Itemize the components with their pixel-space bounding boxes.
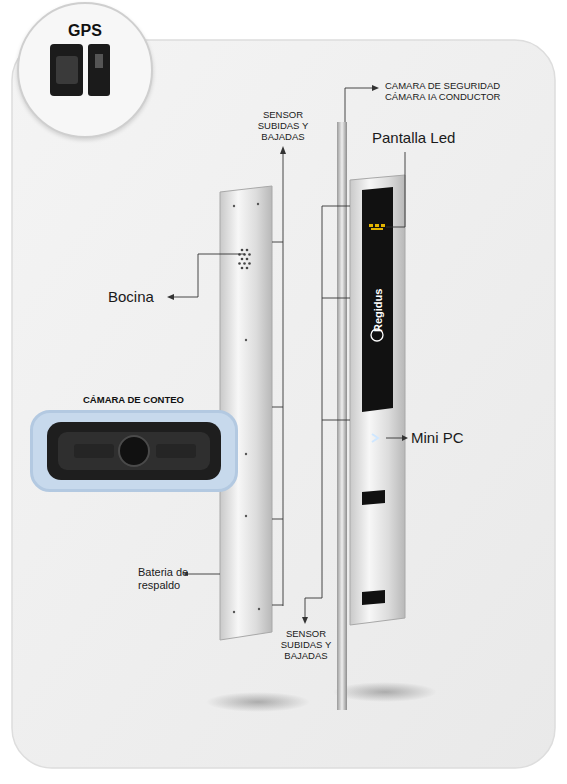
gps-device-face: [56, 56, 78, 84]
node-text: GPS: [19, 22, 151, 40]
background-panel: [12, 40, 555, 768]
node-text: CÁMARA DE CONTEO: [83, 395, 243, 406]
speaker-grille: [238, 249, 251, 270]
camera-lens: [119, 436, 149, 466]
sensor-slot: [362, 490, 385, 505]
floor-shadow: [206, 692, 310, 712]
screw-dots: [233, 203, 260, 613]
gps-device: [50, 44, 83, 96]
camera-sensor: [156, 444, 196, 458]
counting-camera: [47, 422, 221, 480]
part-label: Mini PC: [411, 429, 491, 446]
gps-port: [95, 54, 103, 68]
camera-label: CAMARA DE SEGURIDAD CÁMARA IA CONDUCTOR: [385, 81, 520, 103]
camera-callout-box: CÁMARA DE CONTEO: [30, 410, 238, 492]
gps-circle: GPS: [17, 2, 153, 138]
part-label: Bateria de respaldo: [138, 566, 210, 591]
part-label: Bocina: [108, 288, 168, 305]
floor-shadow: [333, 682, 437, 702]
leader-lines: [172, 88, 405, 618]
display-panel: [350, 175, 405, 625]
led-screen: [362, 187, 393, 412]
brand-logo: Regidus: [372, 280, 385, 340]
logo-mark: [371, 329, 383, 341]
pole: [337, 122, 347, 710]
part-label: Pantalla Led: [372, 129, 492, 146]
counting-camera-face: [58, 432, 210, 470]
arrow-heads: [167, 85, 408, 624]
led-icon: [369, 224, 385, 230]
mini-pc-light: [372, 434, 378, 442]
sensor-slot: [362, 590, 385, 605]
camera-sensor: [74, 444, 114, 458]
sensor-label: SENSOR SUBIDAS Y BAJADAS: [253, 110, 313, 143]
gps-device: [88, 44, 110, 96]
sensor-label: SENSOR SUBIDAS Y BAJADAS: [276, 629, 336, 662]
